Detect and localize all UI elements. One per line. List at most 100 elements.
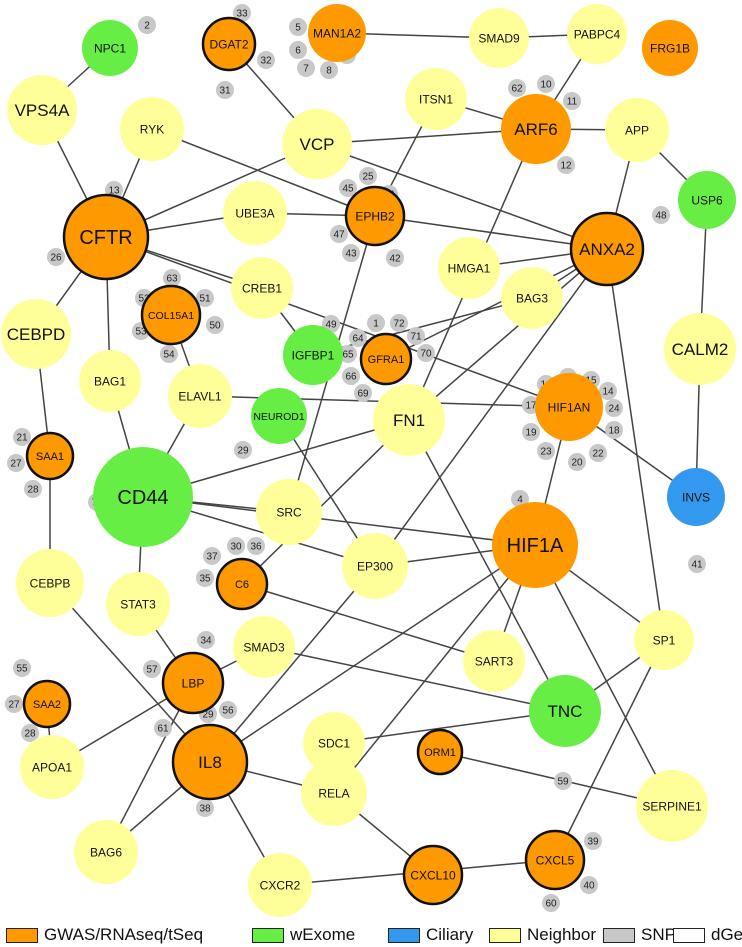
gene-node-hif1an: HIF1AN (535, 373, 603, 441)
gene-node-cxcl5: CXCL5 (524, 829, 586, 891)
snp-node-55-lbp: 55 (13, 659, 31, 677)
gene-node-hmga1: HMGA1 (438, 237, 500, 299)
snp-label: 28 (24, 729, 36, 740)
snp-circle (589, 444, 607, 462)
gene-circle (120, 97, 184, 161)
gene-label: TNC (548, 702, 583, 721)
gene-label: VPS4A (15, 101, 70, 120)
snp-node-70-gfra1: 70 (417, 344, 435, 362)
gene-label: LBP (182, 676, 205, 690)
gene-label: CEBPB (30, 576, 71, 590)
gene-node-il8: IL8 (171, 723, 249, 801)
snp-node-60-cxcl5: 60 (542, 894, 560, 912)
gene-node-invs: INVS (667, 468, 725, 526)
gene-node-creb1: CREB1 (231, 257, 293, 319)
gene-circle (1, 299, 71, 369)
snp-circle (196, 569, 214, 587)
snp-node-5-man1a2: 5 (289, 18, 307, 36)
edge-vcp-anxa2 (316, 143, 608, 250)
snp-label: 56 (222, 706, 234, 717)
snp-label: 22 (592, 449, 604, 460)
snp-label: 34 (200, 636, 212, 647)
snp-node-2-npc1: 2 (138, 16, 156, 34)
snp-circle (138, 16, 156, 34)
snp-circle (407, 327, 425, 345)
snp-circle (339, 345, 357, 363)
snp-label: 45 (342, 184, 354, 195)
snp-circle (390, 314, 408, 332)
snp-circle (417, 344, 435, 362)
gene-node-stat3: STAT3 (106, 572, 170, 636)
gene-node-ryk: RYK (120, 97, 184, 161)
gene-circle (492, 502, 578, 588)
edge-sdc1-tnc (333, 710, 566, 744)
gene-circle (529, 675, 601, 747)
legend-label-wexome: wExome (290, 925, 356, 944)
legend-swatch-dgenes (673, 927, 705, 943)
gene-circle (231, 257, 293, 319)
edge-hif1a-serpine1 (534, 544, 673, 807)
gene-node-calm2: CALM2 (664, 313, 736, 385)
gene-label: HIF1A (507, 535, 564, 557)
snp-circle (216, 81, 234, 99)
gene-label: CEBPD (7, 325, 66, 344)
snp-label: 36 (250, 542, 262, 553)
snp-circle (154, 719, 172, 737)
gene-circle (215, 557, 269, 611)
snp-label: 6 (295, 46, 301, 57)
gene-node-vps4a: VPS4A (7, 75, 77, 145)
gene-label: NEUROD1 (253, 411, 305, 423)
snp-node-10-arf6: 10 (537, 75, 555, 93)
legend-item-gwas: GWAS/RNAseq/tSeq (6, 925, 203, 945)
edge-anxa2-ep300 (374, 248, 608, 567)
snp-circle (143, 660, 161, 678)
gene-label: SART3 (475, 654, 514, 668)
snp-label: 51 (199, 294, 211, 305)
edge-il8-hif1a (209, 544, 536, 763)
gene-node-cxcl10: CXCL10 (402, 844, 464, 906)
gene-node-cebpd: CEBPD (1, 299, 71, 369)
snp-circle (163, 269, 181, 287)
snp-node-14-hif1an: 14 (599, 382, 617, 400)
snp-label: 72 (393, 319, 405, 330)
gene-node-bag3: BAG3 (501, 267, 563, 329)
snp-label: 10 (540, 80, 552, 91)
gene-node-ep300: EP300 (342, 533, 408, 599)
gene-circle (22, 679, 72, 729)
snp-label: 65 (342, 350, 354, 361)
gene-label: CREB1 (242, 281, 282, 295)
snp-node-62-frg1b: 62 (508, 79, 526, 97)
snp-node-47-ephb2: 47 (330, 225, 348, 243)
snp-circle (554, 772, 572, 790)
gene-circle (469, 8, 529, 68)
legend-swatch-snp (603, 927, 635, 943)
snp-label: 53 (135, 327, 147, 338)
snp-node-28-saa2: 28 (21, 724, 39, 742)
gene-label: BAG3 (516, 291, 548, 305)
snp-label: 24 (608, 404, 620, 415)
snp-label: 12 (560, 161, 572, 172)
gene-label: ELAVL1 (178, 389, 221, 403)
snp-label: 61 (157, 724, 169, 735)
snp-node-57-lbp: 57 (143, 660, 161, 678)
legend-swatch-neighbor (489, 927, 521, 943)
snp-node-12-arf6: 12 (557, 156, 575, 174)
gene-circle (359, 332, 413, 386)
gene-node-cxcr2: CXCR2 (248, 853, 312, 917)
snp-node-18-hif1an: 18 (605, 421, 623, 439)
snp-label: 33 (236, 9, 248, 20)
gene-node-man1a2: MAN1A2 (308, 4, 366, 62)
snp-label: 1 (373, 319, 379, 330)
snp-label: 55 (16, 664, 28, 675)
gene-label: MAN1A2 (313, 26, 361, 40)
snp-circle (342, 367, 360, 385)
gene-circle (501, 94, 571, 164)
gene-circle (248, 853, 312, 917)
gene-label: SAA2 (33, 699, 61, 711)
gene-circle (25, 431, 75, 481)
snp-circle (320, 61, 338, 79)
gene-label: CXCL5 (536, 853, 575, 867)
snp-node-45-ephb2: 45 (339, 179, 357, 197)
snp-label: 54 (163, 350, 175, 361)
